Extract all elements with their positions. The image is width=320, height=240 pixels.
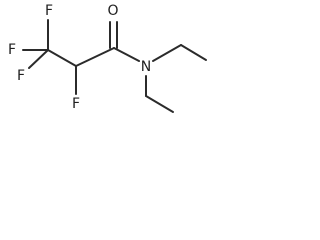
bond-ccarbonyl-n (113, 47, 140, 62)
atom-label-n: N (141, 59, 151, 75)
bond-ethyl1-c1-c2 (180, 44, 207, 61)
atom-label-f-bottom-left: F (17, 68, 25, 84)
bond-cf3-calpha (47, 49, 77, 67)
atom-label-f-top: F (45, 3, 53, 19)
atom-label-f-left: F (8, 42, 16, 58)
atom-label-o: O (107, 3, 118, 19)
molecule-diagram: F F F F O N (8, 3, 207, 113)
structure-canvas: F F F F O N (0, 0, 218, 134)
bond-cf3-f-bottom-left (28, 49, 49, 69)
atom-label-f-alpha: F (72, 96, 80, 112)
bond-lines (22, 19, 207, 113)
bond-ethyl2-c1-c2 (145, 95, 174, 113)
bond-n-ethyl1-c1 (152, 44, 182, 62)
atom-labels: F F F F O N (8, 3, 151, 112)
bond-calpha-ccarbonyl (75, 47, 115, 67)
